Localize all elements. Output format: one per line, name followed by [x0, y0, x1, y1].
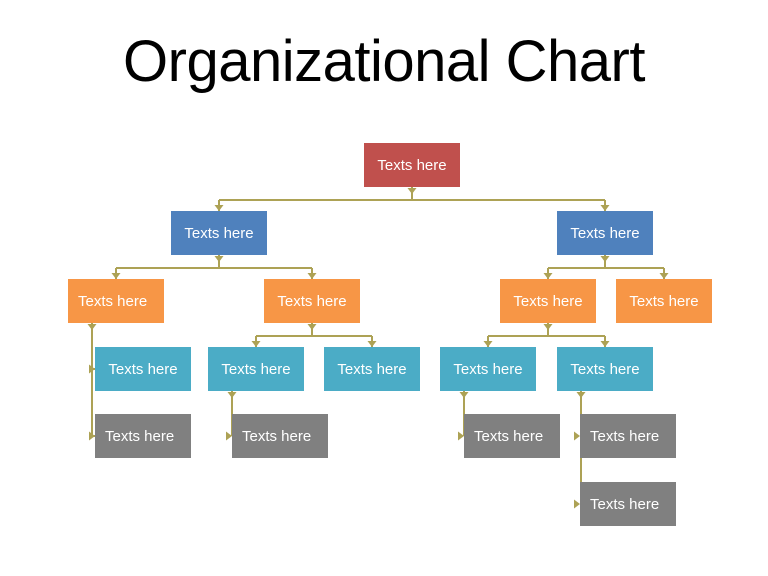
org-node-n6[interactable]: Texts here — [500, 279, 596, 323]
org-node-n2[interactable]: Texts here — [171, 211, 267, 255]
org-node-n9[interactable]: Texts here — [208, 347, 304, 391]
page-title: Organizational Chart — [123, 29, 645, 94]
org-node-n8[interactable]: Texts here — [95, 347, 191, 391]
org-node-label: Texts here — [277, 292, 347, 310]
org-node-label: Texts here — [78, 292, 148, 310]
org-node-label: Texts here — [105, 427, 175, 445]
org-node-label: Texts here — [570, 360, 640, 378]
org-node-label: Texts here — [570, 224, 640, 242]
org-node-label: Texts here — [184, 224, 254, 242]
org-node-n14[interactable]: Texts here — [232, 414, 328, 458]
org-node-label: Texts here — [590, 495, 660, 513]
org-node-n13[interactable]: Texts here — [95, 414, 191, 458]
org-node-label: Texts here — [453, 360, 523, 378]
org-node-n10[interactable]: Texts here — [324, 347, 420, 391]
org-node-n7[interactable]: Texts here — [616, 279, 712, 323]
org-node-label: Texts here — [629, 292, 699, 310]
org-node-label: Texts here — [242, 427, 312, 445]
org-node-n12[interactable]: Texts here — [557, 347, 653, 391]
org-node-label: Texts here — [513, 292, 583, 310]
org-node-n15[interactable]: Texts here — [464, 414, 560, 458]
org-node-n4[interactable]: Texts here — [68, 279, 164, 323]
org-node-n16[interactable]: Texts here — [580, 414, 676, 458]
org-node-label: Texts here — [221, 360, 291, 378]
org-node-n5[interactable]: Texts here — [264, 279, 360, 323]
org-node-n11[interactable]: Texts here — [440, 347, 536, 391]
org-node-n1[interactable]: Texts here — [364, 143, 460, 187]
org-node-label: Texts here — [377, 156, 447, 174]
org-node-n3[interactable]: Texts here — [557, 211, 653, 255]
org-node-n17[interactable]: Texts here — [580, 482, 676, 526]
org-node-label: Texts here — [590, 427, 660, 445]
org-node-label: Texts here — [474, 427, 544, 445]
org-node-label: Texts here — [337, 360, 407, 378]
org-node-label: Texts here — [108, 360, 178, 378]
